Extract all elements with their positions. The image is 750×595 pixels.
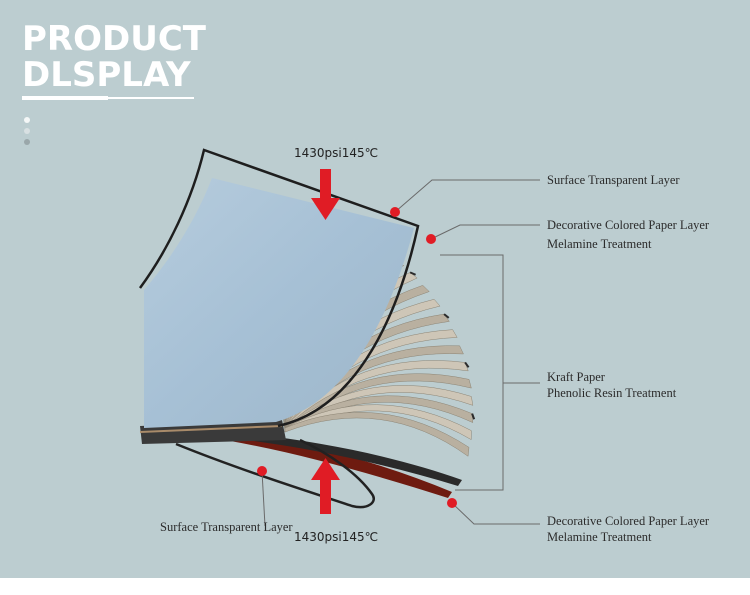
- marker-dot-icon: [257, 466, 267, 476]
- pressure-label-bottom: 1430psi145℃: [294, 530, 379, 544]
- marker-dot-icon: [447, 498, 457, 508]
- kraft-sheet-edge: [409, 271, 417, 276]
- page-title-line-1: PRODUCT: [22, 19, 206, 59]
- label-surface-transparent-bottom: Surface Transparent Layer: [160, 520, 293, 534]
- marker-dot-icon: [390, 207, 400, 217]
- label-melamine-top: Melamine Treatment: [547, 237, 652, 251]
- label-kraft-paper: Kraft Paper: [547, 370, 605, 384]
- pressure-label-top: 1430psi145℃: [294, 146, 379, 160]
- kraft-sheet-edge: [471, 413, 476, 420]
- bottom-transparent-film: [175, 438, 375, 509]
- title-underline-accent: [22, 96, 108, 100]
- label-phenolic-resin: Phenolic Resin Treatment: [547, 386, 677, 400]
- leader-lines: [261, 179, 540, 527]
- label-surface-transparent-top: Surface Transparent Layer: [547, 173, 680, 187]
- carousel-dot-2[interactable]: [24, 128, 30, 134]
- kraft-sheet-edge: [443, 313, 450, 319]
- bottom-dark-sheet: [230, 432, 462, 486]
- laminate-layer-diagram: [138, 148, 540, 527]
- bottom-decorative-layer: [200, 430, 452, 498]
- carousel-dot-3[interactable]: [24, 139, 30, 145]
- down-arrow-icon: [311, 169, 340, 220]
- marker-dot-icon: [426, 234, 436, 244]
- surface-sheet: [144, 178, 414, 428]
- carousel-dot-1[interactable]: [24, 117, 30, 123]
- label-decorative-bottom: Decorative Colored Paper Layer: [547, 514, 710, 528]
- label-decorative-top: Decorative Colored Paper Layer: [547, 218, 710, 232]
- kraft-paper-sheet: [284, 412, 470, 457]
- kraft-sheet-edge: [464, 361, 470, 368]
- laminate-core-edge: [139, 425, 283, 433]
- page-title-line-2: DLSPLAY: [22, 55, 191, 95]
- top-transparent-film: [138, 148, 420, 428]
- diagram-canvas: PRODUCT DLSPLAY: [0, 0, 750, 578]
- label-melamine-bottom: Melamine Treatment: [547, 530, 652, 544]
- up-arrow-icon: [311, 458, 340, 514]
- title-underline: [22, 97, 194, 99]
